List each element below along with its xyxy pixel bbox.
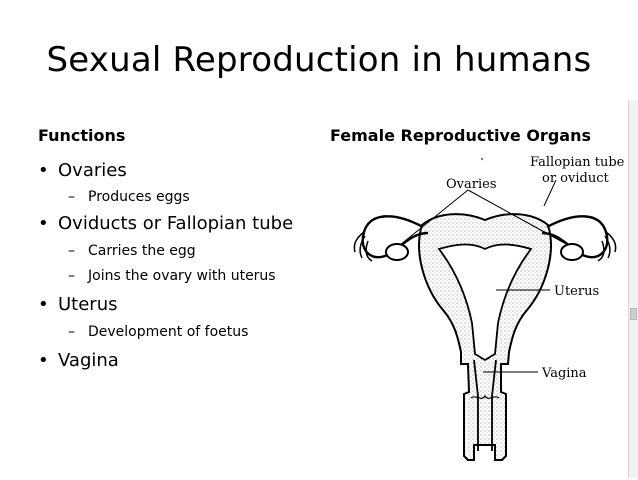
sub-bullet-label: Joins the ovary with uterus [88, 268, 276, 284]
sub-bullet-label: Carries the egg [88, 243, 196, 259]
bullet-oviducts: • Oviducts or Fallopian tube [38, 214, 293, 234]
bullet-vagina: • Vagina [38, 351, 119, 371]
left-fimbriae [353, 231, 373, 262]
functions-heading: Functions [38, 126, 126, 145]
bullet-uterus: • Uterus [38, 295, 118, 315]
female-reproductive-diagram: Fallopian tube or oviduct Ovaries Uterus… [353, 155, 625, 461]
sub-bullet-label: Produces eggs [88, 189, 190, 205]
sub-bullet-dash: – [68, 243, 75, 259]
right-fallopian-tube [541, 215, 609, 259]
bullet-dot: • [38, 213, 49, 234]
left-ovary [385, 243, 409, 261]
sub-bullet-produces-eggs: –Produces eggs [68, 188, 190, 206]
sub-bullet-label: Development of foetus [88, 324, 249, 340]
sub-bullet-dash: – [68, 189, 75, 205]
right-fimbriae [597, 231, 617, 262]
bullet-dot: • [38, 350, 49, 371]
uterine-cavity [437, 243, 533, 362]
vertical-scrollbar[interactable] [628, 100, 638, 478]
cervix-line-left [473, 359, 479, 451]
sub-bullet-dash: – [68, 268, 75, 284]
scrollbar-thumb[interactable] [630, 308, 637, 320]
sub-bullet-dash: – [68, 324, 75, 340]
slide-title: Sexual Reproduction in humans [46, 40, 592, 80]
bullet-ovaries: • Ovaries [38, 161, 127, 181]
bullet-label: Vagina [58, 350, 119, 371]
fallopian-label-2: or oviduct [542, 171, 609, 186]
ovaries-label: Ovaries [446, 177, 497, 192]
small-dot-mark [480, 157, 484, 161]
left-fallopian-tube [361, 215, 429, 259]
fallopian-pointer [543, 179, 557, 207]
uterus-label: Uterus [554, 284, 599, 299]
ovaries-pointer-right [467, 189, 569, 246]
bullet-dot: • [38, 160, 49, 181]
bullet-dot: • [38, 294, 49, 315]
bullet-label: Oviducts or Fallopian tube [58, 213, 294, 234]
female-organs-heading: Female Reproductive Organs [330, 126, 591, 145]
vaginal-folds [470, 394, 500, 399]
bullet-label: Ovaries [58, 160, 127, 181]
sub-bullet-foetus: –Development of foetus [68, 323, 248, 341]
ovaries-pointer-left [399, 189, 469, 246]
bullet-label: Uterus [58, 294, 118, 315]
right-ovary [560, 243, 584, 261]
vagina-label: Vagina [541, 366, 587, 381]
sub-bullet-carries-egg: –Carries the egg [68, 242, 196, 260]
sub-bullet-joins-ovary: –Joins the ovary with uterus [68, 267, 276, 285]
fallopian-label-1: Fallopian tube [530, 155, 625, 170]
